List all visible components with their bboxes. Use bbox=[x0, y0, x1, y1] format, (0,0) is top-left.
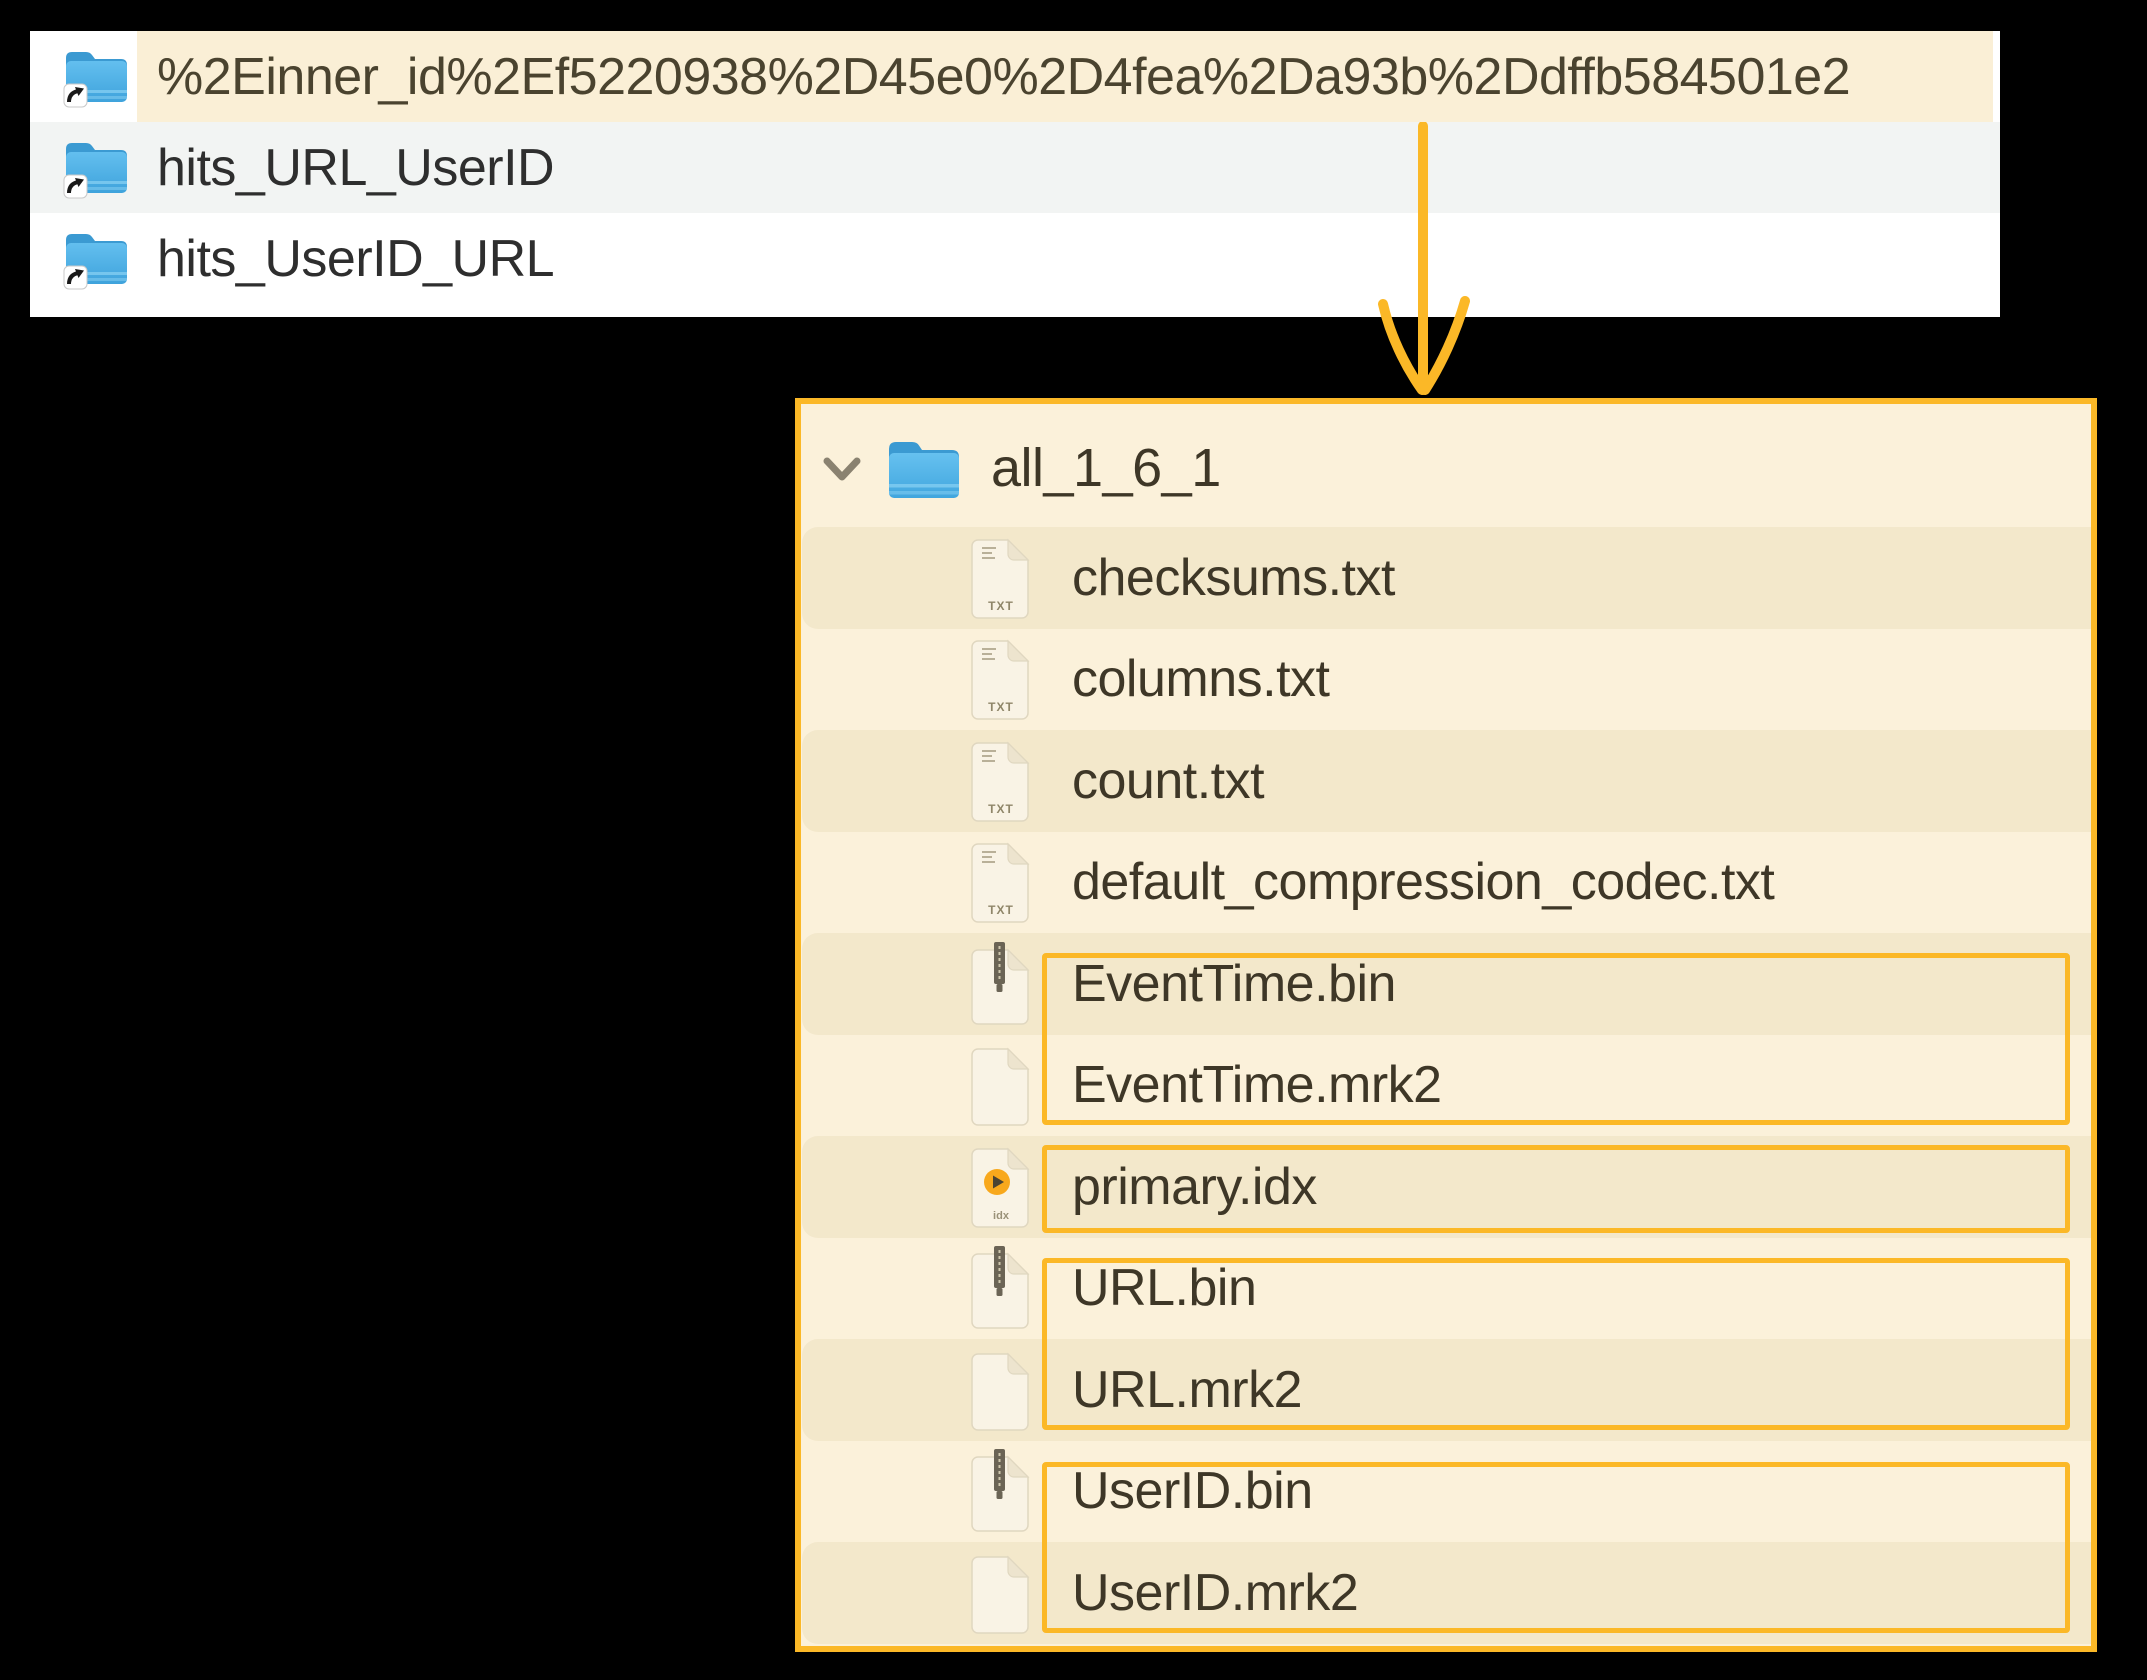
bin-file-icon bbox=[970, 1246, 1032, 1330]
folder-name: %2Einner_id%2Ef5220938%2D45e0%2D4fea%2Da… bbox=[157, 47, 1851, 106]
folder-alias-icon bbox=[63, 51, 127, 107]
folder-alias-icon bbox=[63, 228, 127, 290]
folder-alias-icon bbox=[63, 233, 127, 289]
file-name: UserID.mrk2 bbox=[1072, 1563, 1359, 1622]
highlight-box-userid bbox=[1042, 1462, 2070, 1633]
txt-file-icon: TXT bbox=[970, 536, 1032, 620]
folder-alias-icon bbox=[63, 137, 127, 199]
folder-alias-icon bbox=[63, 46, 127, 108]
svg-text:TXT: TXT bbox=[988, 903, 1014, 917]
folder-alias-icon bbox=[63, 142, 127, 198]
file-row[interactable]: TXT checksums.txt bbox=[801, 527, 2091, 629]
highlight-box-eventtime bbox=[1042, 953, 2070, 1125]
mrk2-file-icon bbox=[970, 1043, 1032, 1127]
mrk2-file-icon bbox=[970, 1348, 1032, 1432]
file-row[interactable]: TXT count.txt bbox=[801, 730, 2091, 832]
file-row[interactable]: EventTime.bin bbox=[801, 933, 2091, 1035]
part-contents-panel: all_1_6_1 TXT checksums.txt TXT columns.… bbox=[795, 398, 2097, 1652]
file-row[interactable]: idx primary.idx bbox=[801, 1136, 2091, 1238]
file-row[interactable]: URL.bin bbox=[801, 1238, 2091, 1340]
idx-file-icon: idx bbox=[970, 1145, 1032, 1229]
file-row[interactable]: TXT columns.txt bbox=[801, 629, 2091, 731]
bin-file-icon bbox=[970, 1449, 1032, 1533]
file-row[interactable]: EventTime.mrk2 bbox=[801, 1035, 2091, 1137]
file-name: UserID.bin bbox=[1072, 1462, 1313, 1521]
tree-rows: TXT checksums.txt TXT columns.txt TXT co… bbox=[801, 527, 2091, 1644]
part-folder-name: all_1_6_1 bbox=[991, 437, 1221, 498]
finder-folder-list: %2Einner_id%2Ef5220938%2D45e0%2D4fea%2Da… bbox=[30, 31, 2000, 317]
row-background bbox=[30, 213, 2000, 304]
file-name: EventTime.bin bbox=[1072, 954, 1396, 1013]
svg-text:TXT: TXT bbox=[988, 700, 1014, 714]
file-name: checksums.txt bbox=[1072, 548, 1395, 607]
txt-file-icon: TXT bbox=[970, 840, 1032, 924]
txt-file-icon: TXT bbox=[970, 739, 1032, 823]
file-name: columns.txt bbox=[1072, 650, 1330, 709]
folder-row-all-1-6-1[interactable]: all_1_6_1 bbox=[801, 404, 2091, 527]
mrk2-file-icon bbox=[970, 1551, 1032, 1635]
folder-row-hits-url-userid[interactable]: hits_URL_UserID bbox=[30, 122, 2000, 213]
chevron-down-icon bbox=[823, 457, 861, 480]
down-arrow-annotation bbox=[1378, 122, 1470, 395]
file-name: primary.idx bbox=[1072, 1157, 1317, 1216]
svg-text:TXT: TXT bbox=[988, 802, 1014, 816]
row-background bbox=[30, 122, 2000, 213]
highlight-box-primary-idx bbox=[1042, 1145, 2070, 1233]
file-name: EventTime.mrk2 bbox=[1072, 1056, 1442, 1115]
file-name: default_compression_codec.txt bbox=[1072, 853, 1775, 912]
folder-row-inner-id[interactable]: %2Einner_id%2Ef5220938%2D45e0%2D4fea%2Da… bbox=[30, 31, 2000, 122]
folder-icon bbox=[889, 441, 959, 498]
file-row[interactable]: TXT default_compression_codec.txt bbox=[801, 832, 2091, 934]
file-row[interactable]: URL.mrk2 bbox=[801, 1339, 2091, 1441]
folder-name: hits_URL_UserID bbox=[157, 138, 555, 197]
file-row[interactable]: UserID.mrk2 bbox=[801, 1542, 2091, 1644]
file-row[interactable]: UserID.bin bbox=[801, 1441, 2091, 1543]
folder-name: hits_UserID_URL bbox=[157, 229, 555, 288]
folder-icon bbox=[885, 436, 959, 502]
chevron-down-icon[interactable] bbox=[823, 449, 861, 483]
svg-text:idx: idx bbox=[993, 1210, 1010, 1222]
svg-text:TXT: TXT bbox=[988, 599, 1014, 613]
folder-row-hits-userid-url[interactable]: hits_UserID_URL bbox=[30, 213, 2000, 304]
file-name: count.txt bbox=[1072, 751, 1265, 810]
txt-file-icon: TXT bbox=[970, 637, 1032, 721]
highlight-box-url bbox=[1042, 1258, 2070, 1430]
file-name: URL.mrk2 bbox=[1072, 1360, 1303, 1419]
bin-file-icon bbox=[970, 941, 1032, 1026]
file-name: URL.bin bbox=[1072, 1259, 1257, 1318]
row-highlight bbox=[137, 31, 1993, 122]
